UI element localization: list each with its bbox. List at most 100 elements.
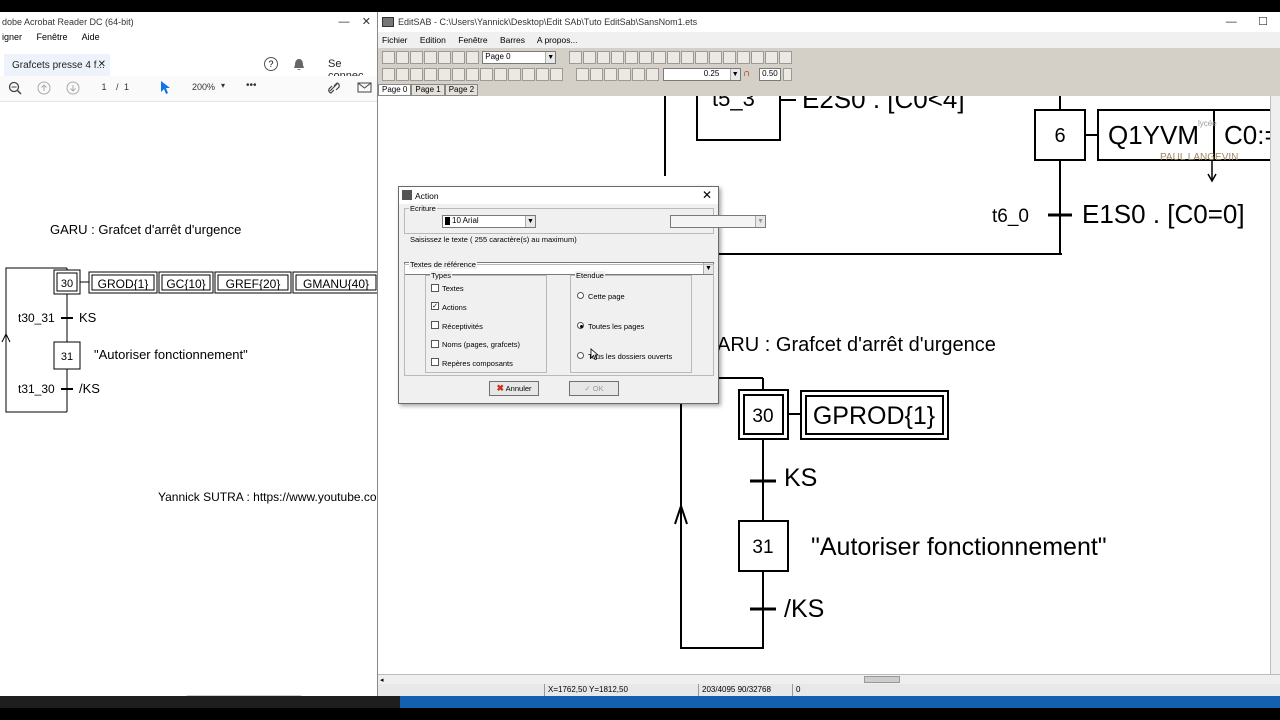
zoom-out-icon[interactable] — [8, 81, 22, 95]
open-folder-icon[interactable] — [396, 51, 409, 64]
duplicate-icon[interactable] — [736, 51, 750, 64]
bell-icon[interactable] — [293, 58, 305, 71]
pdf-action-gc: GC{10} — [166, 277, 205, 291]
checkbox-reperes[interactable] — [431, 358, 439, 366]
font-select[interactable]: 10 Arial ▼ — [442, 215, 536, 228]
text-color-icon[interactable] — [618, 68, 632, 81]
pointer-icon[interactable] — [568, 51, 582, 64]
open-icon[interactable] — [410, 51, 423, 64]
scroll-left-icon[interactable]: ◂ — [380, 677, 384, 684]
close-icon[interactable]: ✕ — [361, 16, 371, 28]
undo-icon[interactable] — [694, 51, 708, 64]
save-icon[interactable] — [424, 51, 437, 64]
mail-icon[interactable] — [357, 81, 373, 94]
document-tab-label: Grafcets presse 4 f... — [12, 60, 105, 71]
taskbar-active-strip — [400, 696, 1280, 708]
radio-toutes-les-pages[interactable] — [577, 322, 584, 329]
step-icon[interactable] — [382, 68, 395, 81]
checkbox-actions[interactable]: ✓ — [431, 302, 439, 310]
new-file-icon[interactable] — [382, 51, 395, 64]
snap-icon[interactable] — [646, 68, 660, 81]
magnet-icon[interactable]: ∩ — [742, 68, 751, 79]
dialog-close-icon[interactable]: ✕ — [701, 188, 712, 202]
link-icon[interactable] — [327, 81, 343, 95]
fill-color-icon[interactable] — [604, 68, 618, 81]
menu-fichier[interactable]: Fichier — [382, 35, 408, 45]
maximize-icon[interactable]: ☐ — [1258, 16, 1268, 28]
document-tab[interactable]: Grafcets presse 4 f... ✕ — [4, 54, 110, 78]
num-icon[interactable] — [480, 68, 493, 81]
preview-icon[interactable] — [466, 51, 479, 64]
radio-cette-page[interactable] — [577, 292, 584, 299]
previous-page-icon[interactable] — [37, 81, 51, 95]
init-step-icon[interactable] — [396, 68, 409, 81]
magnify-icon[interactable] — [596, 51, 610, 64]
print-icon[interactable] — [452, 51, 465, 64]
paint-icon[interactable] — [666, 51, 680, 64]
macro-icon[interactable] — [508, 68, 521, 81]
cut-icon[interactable] — [750, 51, 764, 64]
transition-icon[interactable] — [410, 68, 423, 81]
pencil-icon[interactable] — [652, 51, 666, 64]
link-line-icon[interactable] — [424, 68, 437, 81]
tab-page-0[interactable]: Page 0 — [378, 84, 412, 96]
copy-icon[interactable] — [722, 51, 736, 64]
scroll-thumb[interactable] — [864, 676, 900, 683]
checkbox-textes[interactable] — [431, 284, 439, 292]
help-icon[interactable]: ? — [264, 57, 278, 71]
ecriture-legend: Ecriture — [409, 204, 437, 213]
horizontal-scrollbar[interactable]: ◂ — [378, 674, 1280, 684]
text-icon[interactable] — [494, 68, 507, 81]
circle-icon[interactable] — [590, 68, 604, 81]
page-number-input[interactable]: 1 — [101, 82, 107, 92]
diamond-icon[interactable] — [624, 51, 638, 64]
canvas-heading: ARU : Grafcet d'arrêt d'urgence — [717, 334, 996, 356]
paste-icon[interactable] — [778, 51, 792, 64]
action-icon[interactable] — [452, 68, 465, 81]
menu-item-fenetre[interactable]: Fenêtre — [36, 32, 68, 42]
minimize-icon[interactable]: — — [1225, 16, 1237, 28]
checkbox-receptivites[interactable] — [431, 321, 439, 329]
tab-close-icon[interactable]: ✕ — [97, 59, 106, 70]
zoom-page-icon[interactable] — [638, 51, 652, 64]
spin-icon[interactable] — [783, 68, 793, 81]
menu-edition[interactable]: Edition — [419, 35, 446, 45]
next-page-icon[interactable] — [66, 81, 80, 95]
checkbox-noms[interactable] — [431, 340, 439, 348]
ok-button[interactable]: ✓ OK — [569, 381, 619, 396]
line-icon[interactable] — [576, 68, 590, 81]
menu-item-signer[interactable]: igner — [2, 32, 23, 42]
frame-icon[interactable] — [550, 68, 563, 81]
tab-page-1[interactable]: Page 1 — [411, 84, 445, 96]
eraser-icon[interactable] — [582, 51, 596, 64]
zoom-dropdown-icon[interactable]: ▾ — [221, 81, 226, 90]
menu-apropos[interactable]: A propos... — [536, 35, 578, 45]
editsab-window-controls[interactable]: — ☐ — [1226, 15, 1268, 28]
line-style-icon[interactable] — [632, 68, 646, 81]
redo-icon[interactable] — [708, 51, 722, 64]
menu-fenetre[interactable]: Fenêtre — [458, 35, 488, 45]
page-select[interactable]: Page 0▼ — [482, 51, 557, 64]
more-tools-icon[interactable]: ••• — [246, 80, 257, 91]
find-replace-icon[interactable] — [610, 51, 624, 64]
radio-tous-les-dossiers[interactable] — [577, 352, 584, 359]
select-cursor-icon[interactable] — [160, 80, 172, 95]
cancel-button[interactable]: ✖ Annuler — [489, 381, 539, 396]
secondary-select[interactable]: ▼ — [670, 215, 767, 228]
menu-barres[interactable]: Barres — [499, 35, 525, 45]
receptivity-icon[interactable] — [438, 68, 451, 81]
save-as-icon[interactable] — [438, 51, 451, 64]
minimize-icon[interactable]: — — [338, 16, 350, 28]
menu-item-aide[interactable]: Aide — [81, 32, 100, 42]
line-width-select[interactable]: 0.25▼ — [662, 68, 741, 81]
zoom-value[interactable]: 200% — [192, 82, 216, 92]
label-icon[interactable] — [536, 68, 549, 81]
comment-icon[interactable] — [466, 68, 479, 81]
acrobat-window-controls[interactable]: — ✕ — [339, 15, 371, 28]
grid-icon[interactable] — [680, 51, 694, 64]
copy2-icon[interactable] — [764, 51, 778, 64]
tab-page-2[interactable]: Page 2 — [444, 84, 479, 96]
vertical-scrollbar[interactable] — [1270, 96, 1280, 674]
snap-value-field[interactable]: 0.50 — [759, 68, 782, 81]
tag-icon[interactable] — [522, 68, 535, 81]
